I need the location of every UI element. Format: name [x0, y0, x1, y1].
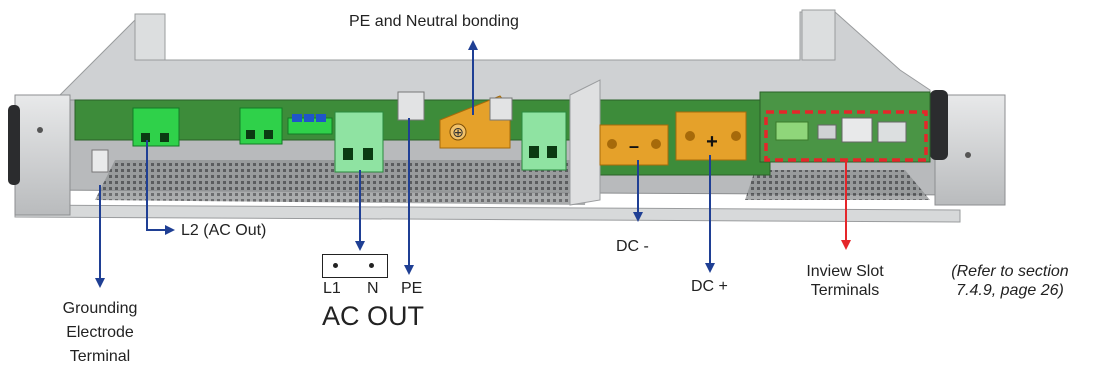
- pin-n-label: N: [367, 280, 379, 297]
- pe-neutral-busbar: ⊕: [397, 91, 513, 149]
- ac-out-label: AC OUT: [322, 301, 425, 331]
- refer-line-2: 7.4.9, page 26): [956, 282, 1064, 299]
- refer-line-1: (Refer to section: [951, 263, 1069, 280]
- pe-neutral-bonding-label: PE and Neutral bonding: [349, 13, 519, 30]
- dc-minus-symbol: –: [629, 136, 639, 156]
- grounding-line-3: Terminal: [69, 348, 131, 365]
- l2-ac-out-label: L2 (AC Out): [181, 222, 267, 239]
- dc-plus-symbol: +: [706, 131, 718, 153]
- l2-terminal-block: [132, 107, 180, 147]
- n-dot: [369, 263, 374, 268]
- ac-out-pin-box: [322, 254, 388, 278]
- dc-terminals: – +: [599, 111, 747, 166]
- terminal-block-2: [239, 107, 283, 145]
- ac-out-terminal-block: [334, 111, 384, 173]
- blue-connector: [287, 114, 333, 135]
- inview-slot-terminals: [775, 117, 907, 143]
- dc-plus-label: DC +: [691, 278, 728, 295]
- refer-section-note: (Refer to section 7.4.9, page 26): [925, 262, 1095, 300]
- l2-arrow: [146, 140, 175, 235]
- l1-dot: [333, 263, 338, 268]
- bond-symbol: ⊕: [452, 125, 464, 141]
- inview-line-1: Inview Slot: [806, 263, 884, 280]
- terminal-blocks: [91, 107, 567, 173]
- terminal-block-4: [521, 111, 567, 171]
- inview-line-2: Terminals: [810, 282, 880, 299]
- grounding-line-1: Grounding: [62, 300, 138, 317]
- dc-minus-label: DC -: [616, 238, 649, 255]
- grounding-line-2: Electrode: [66, 324, 134, 341]
- inview-slot-terminals-label: Inview Slot Terminals: [790, 262, 900, 300]
- arrows: [95, 40, 851, 288]
- pin-l1-label: L1: [323, 280, 341, 297]
- grounding-electrode-label: Grounding Electrode Terminal: [45, 297, 155, 369]
- pin-pe-label: PE: [401, 280, 423, 297]
- grounding-electrode-terminal: [91, 149, 109, 173]
